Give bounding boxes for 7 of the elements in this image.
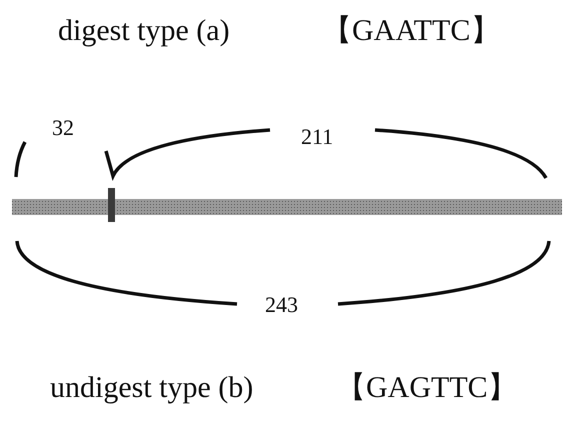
length-label: 243 [265,294,298,316]
sequence-label: 【GAATTC】 [322,16,500,46]
sequence-label: 【GAGTTC】 [336,373,518,403]
length-label: 32 [52,117,74,139]
length-label: 211 [301,126,334,148]
heading: digest type (a) [58,16,230,46]
heading: undigest type (b) [50,373,254,403]
